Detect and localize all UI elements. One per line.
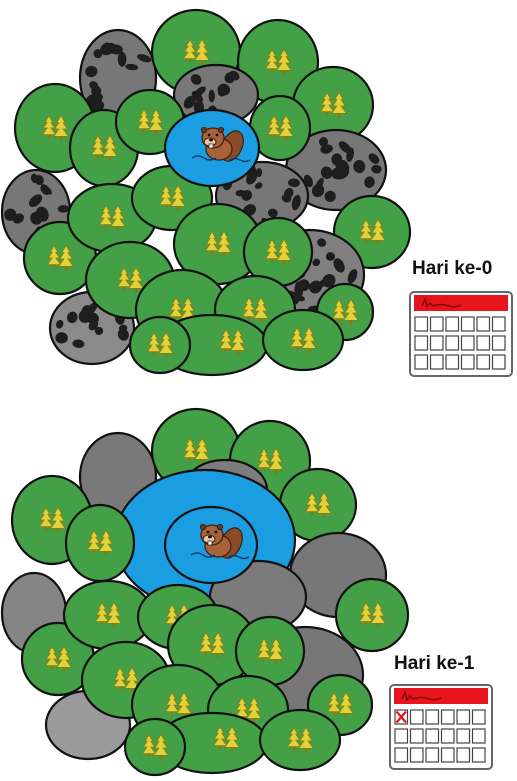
pine-tree-icon [141, 733, 170, 760]
pine-tree-icon [331, 298, 360, 325]
pine-tree-icon [98, 204, 127, 231]
calendar-day-cell [440, 747, 455, 763]
calendar-day-cell [394, 728, 409, 744]
pine-tree-icon [41, 114, 70, 141]
forest-region [236, 18, 320, 106]
pine-tree-icon [112, 666, 141, 693]
forest-region [242, 216, 314, 288]
calendar-day-cell [394, 747, 409, 763]
calendar-day-cell [491, 316, 506, 332]
calendar-header [394, 688, 488, 704]
pine-tree-icon [289, 326, 318, 353]
calendar-day-cell [491, 354, 506, 370]
pine-tree-icon [326, 691, 355, 718]
forest-region [123, 717, 187, 777]
calendar-day-cell [425, 709, 440, 725]
map-day-1 [0, 407, 410, 777]
calendar-day-cell [471, 747, 486, 763]
pine-tree-icon [164, 691, 193, 718]
pine-tree-icon [44, 645, 73, 672]
calendar-day-cell [456, 728, 471, 744]
rock-region [78, 28, 158, 128]
pine-tree-icon [256, 637, 285, 664]
forest-region [234, 615, 306, 687]
pine-tree-icon [86, 529, 115, 556]
calendar-day-cell [456, 747, 471, 763]
pine-tree-icon [182, 38, 211, 65]
pine-tree-icon [286, 726, 315, 753]
pine-tree-icon [158, 184, 187, 211]
calendar-scribble [401, 689, 442, 702]
calendar-icon [389, 684, 493, 770]
beaver-icon [191, 126, 251, 163]
calendar-day-cell [471, 728, 486, 744]
calendar-day-cell [440, 728, 455, 744]
forest-region [128, 315, 192, 375]
calendar-day-cell [445, 335, 460, 351]
calendar-day-cell [429, 316, 444, 332]
pine-tree-icon [46, 244, 75, 271]
forest-region [261, 308, 345, 372]
pine-tree-icon [116, 266, 145, 293]
day-label: Hari ke-1 [394, 653, 475, 674]
pine-tree-icon [136, 108, 165, 135]
calendar-day-cell [409, 747, 424, 763]
calendar-day-cell [409, 709, 424, 725]
pine-tree-icon [266, 114, 295, 141]
calendar-day-cell [476, 316, 491, 332]
pine-tree-icon [204, 230, 233, 257]
beaver-icon [190, 523, 250, 560]
forest-region [248, 94, 312, 162]
lake-region [163, 108, 261, 188]
pine-tree-icon [358, 218, 387, 245]
forest-region [334, 577, 410, 653]
calendar-day-cell [460, 316, 475, 332]
calendar-day-cell [414, 335, 429, 351]
calendar-day-cell [429, 354, 444, 370]
pine-tree-icon [94, 601, 123, 628]
panel-day-1: Hari ke-1 [0, 405, 517, 781]
calendar-day-cell [445, 316, 460, 332]
calendar-day-cell [409, 728, 424, 744]
pine-tree-icon [264, 238, 293, 265]
forest-region [64, 503, 136, 583]
calendar-day-cell [471, 709, 486, 725]
calendar-day-cell [440, 709, 455, 725]
lake-region [163, 505, 259, 585]
pine-tree-icon [319, 91, 348, 118]
calendar-day-cell [460, 335, 475, 351]
forest-region [258, 708, 342, 772]
calendar-day-cell [456, 709, 471, 725]
pine-tree-icon [198, 631, 227, 658]
calendar-day-cell [476, 335, 491, 351]
calendar-day-cell [476, 354, 491, 370]
map-day-0 [0, 8, 412, 377]
pine-tree-icon [304, 491, 333, 518]
pine-tree-icon [218, 328, 247, 355]
day-label: Hari ke-0 [412, 258, 493, 279]
pine-tree-icon [241, 296, 270, 323]
pine-tree-icon [90, 134, 119, 161]
pine-tree-icon [182, 437, 211, 464]
calendar-day-cell [445, 354, 460, 370]
calendar-day-cell [491, 335, 506, 351]
calendar-day-cell [414, 316, 429, 332]
pine-tree-icon [212, 725, 241, 752]
pine-tree-icon [264, 48, 293, 75]
calendar-day-cell [429, 335, 444, 351]
calendar-day-cell [460, 354, 475, 370]
rock-region [284, 128, 388, 212]
calendar-scribble [421, 296, 462, 309]
calendar-icon [409, 291, 513, 377]
calendar-day-cell [414, 354, 429, 370]
pine-tree-icon [38, 506, 67, 533]
calendar-header [414, 295, 508, 311]
pine-tree-icon [256, 447, 285, 474]
calendar-day-cell [425, 728, 440, 744]
pine-tree-icon [358, 601, 387, 628]
panel-day-0: Hari ke-0 [0, 0, 517, 390]
calendar-day-cell [425, 747, 440, 763]
cross-mark-icon [395, 710, 407, 724]
pine-tree-icon [146, 331, 175, 358]
